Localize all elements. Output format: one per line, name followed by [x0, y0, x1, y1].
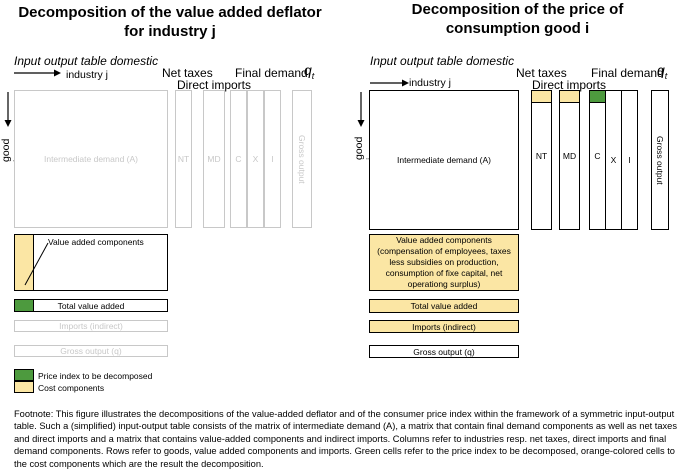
right-good-arrow-icon [357, 92, 365, 127]
left-direct-imports: Direct imports [177, 78, 252, 92]
left-nt-column: NT [175, 90, 192, 228]
left-good-label: good i [0, 138, 24, 162]
right-industry-arrow-icon [370, 79, 409, 87]
left-qt: qt [304, 62, 315, 81]
left-good-arrow-icon [4, 92, 12, 127]
legend-price-index-swatch [14, 369, 34, 381]
right-x-column: X [605, 90, 622, 230]
right-total-value-added: Total value added [369, 299, 519, 313]
right-md-column: MD [559, 90, 580, 230]
right-net-taxes: Net taxes [516, 66, 567, 80]
right-direct-imports: Direct imports [532, 78, 607, 92]
left-value-added-pointer [24, 242, 49, 286]
right-imports-indirect: Imports (indirect) [369, 320, 519, 333]
left-table-label: Input output table domestic [14, 54, 159, 68]
right-value-added-box: Value added components (compensation of … [369, 234, 519, 291]
left-net-taxes: Net taxes [162, 66, 213, 80]
right-intermediate-demand: Intermediate demand (A) [369, 90, 519, 230]
left-value-added-box: Value added components [14, 234, 168, 291]
right-md-label: MD [562, 151, 577, 161]
right-table-label: Input output table domestic [370, 54, 515, 68]
left-intermediate-demand: Intermediate demand (A) [14, 90, 168, 228]
left-industry-label: industry j [66, 69, 109, 81]
right-title: Decomposition of the price of consumptio… [411, 1, 624, 37]
footnote: Footnote: This figure illustrates the de… [14, 409, 677, 469]
right-md-cost-cell [559, 90, 580, 103]
right-nt-column: NT [531, 90, 552, 230]
legend-price-index-label: Price index to be decomposed [38, 371, 153, 381]
left-i-column: I [264, 90, 281, 228]
left-imports-indirect: Imports (indirect) [14, 320, 168, 332]
right-good-label: good i [353, 136, 377, 160]
right-c-column: C [589, 90, 606, 230]
right-gross-output-label: Gross output [655, 135, 665, 185]
right-i-column: I [621, 90, 638, 230]
right-nt-label: NT [535, 151, 548, 161]
left-total-value-added: Total value added [14, 299, 168, 312]
legend-cost-components-label: Cost components [38, 383, 105, 393]
right-industry-label: industry j [409, 77, 452, 89]
left-gross-output-row: Gross output (q) [14, 345, 168, 357]
left-c-column: C [230, 90, 247, 228]
right-gross-output-column: Gross output [651, 90, 669, 230]
left-value-added-label: Value added components [48, 237, 144, 247]
right-nt-cost-cell [531, 90, 552, 103]
left-industry-arrow-icon [14, 69, 61, 77]
legend-cost-components-swatch [14, 381, 34, 393]
right-c-label: C [594, 151, 601, 161]
left-md-column: MD [203, 90, 225, 228]
left-total-value-added-price-cell [14, 299, 34, 312]
left-x-column: X [247, 90, 264, 228]
right-qt: qt [657, 62, 668, 81]
right-gross-output-row: Gross output (q) [369, 345, 519, 358]
left-gross-output-label: Gross output [297, 134, 307, 184]
left-title: Decomposition of the value added deflato… [18, 4, 322, 40]
left-final-demand: Final demand [235, 66, 308, 80]
right-c-price-cell [589, 90, 606, 103]
left-gross-output-column: Gross output [292, 90, 312, 228]
right-final-demand: Final demand [591, 66, 664, 80]
left-total-value-added-label: Total value added [57, 300, 125, 311]
